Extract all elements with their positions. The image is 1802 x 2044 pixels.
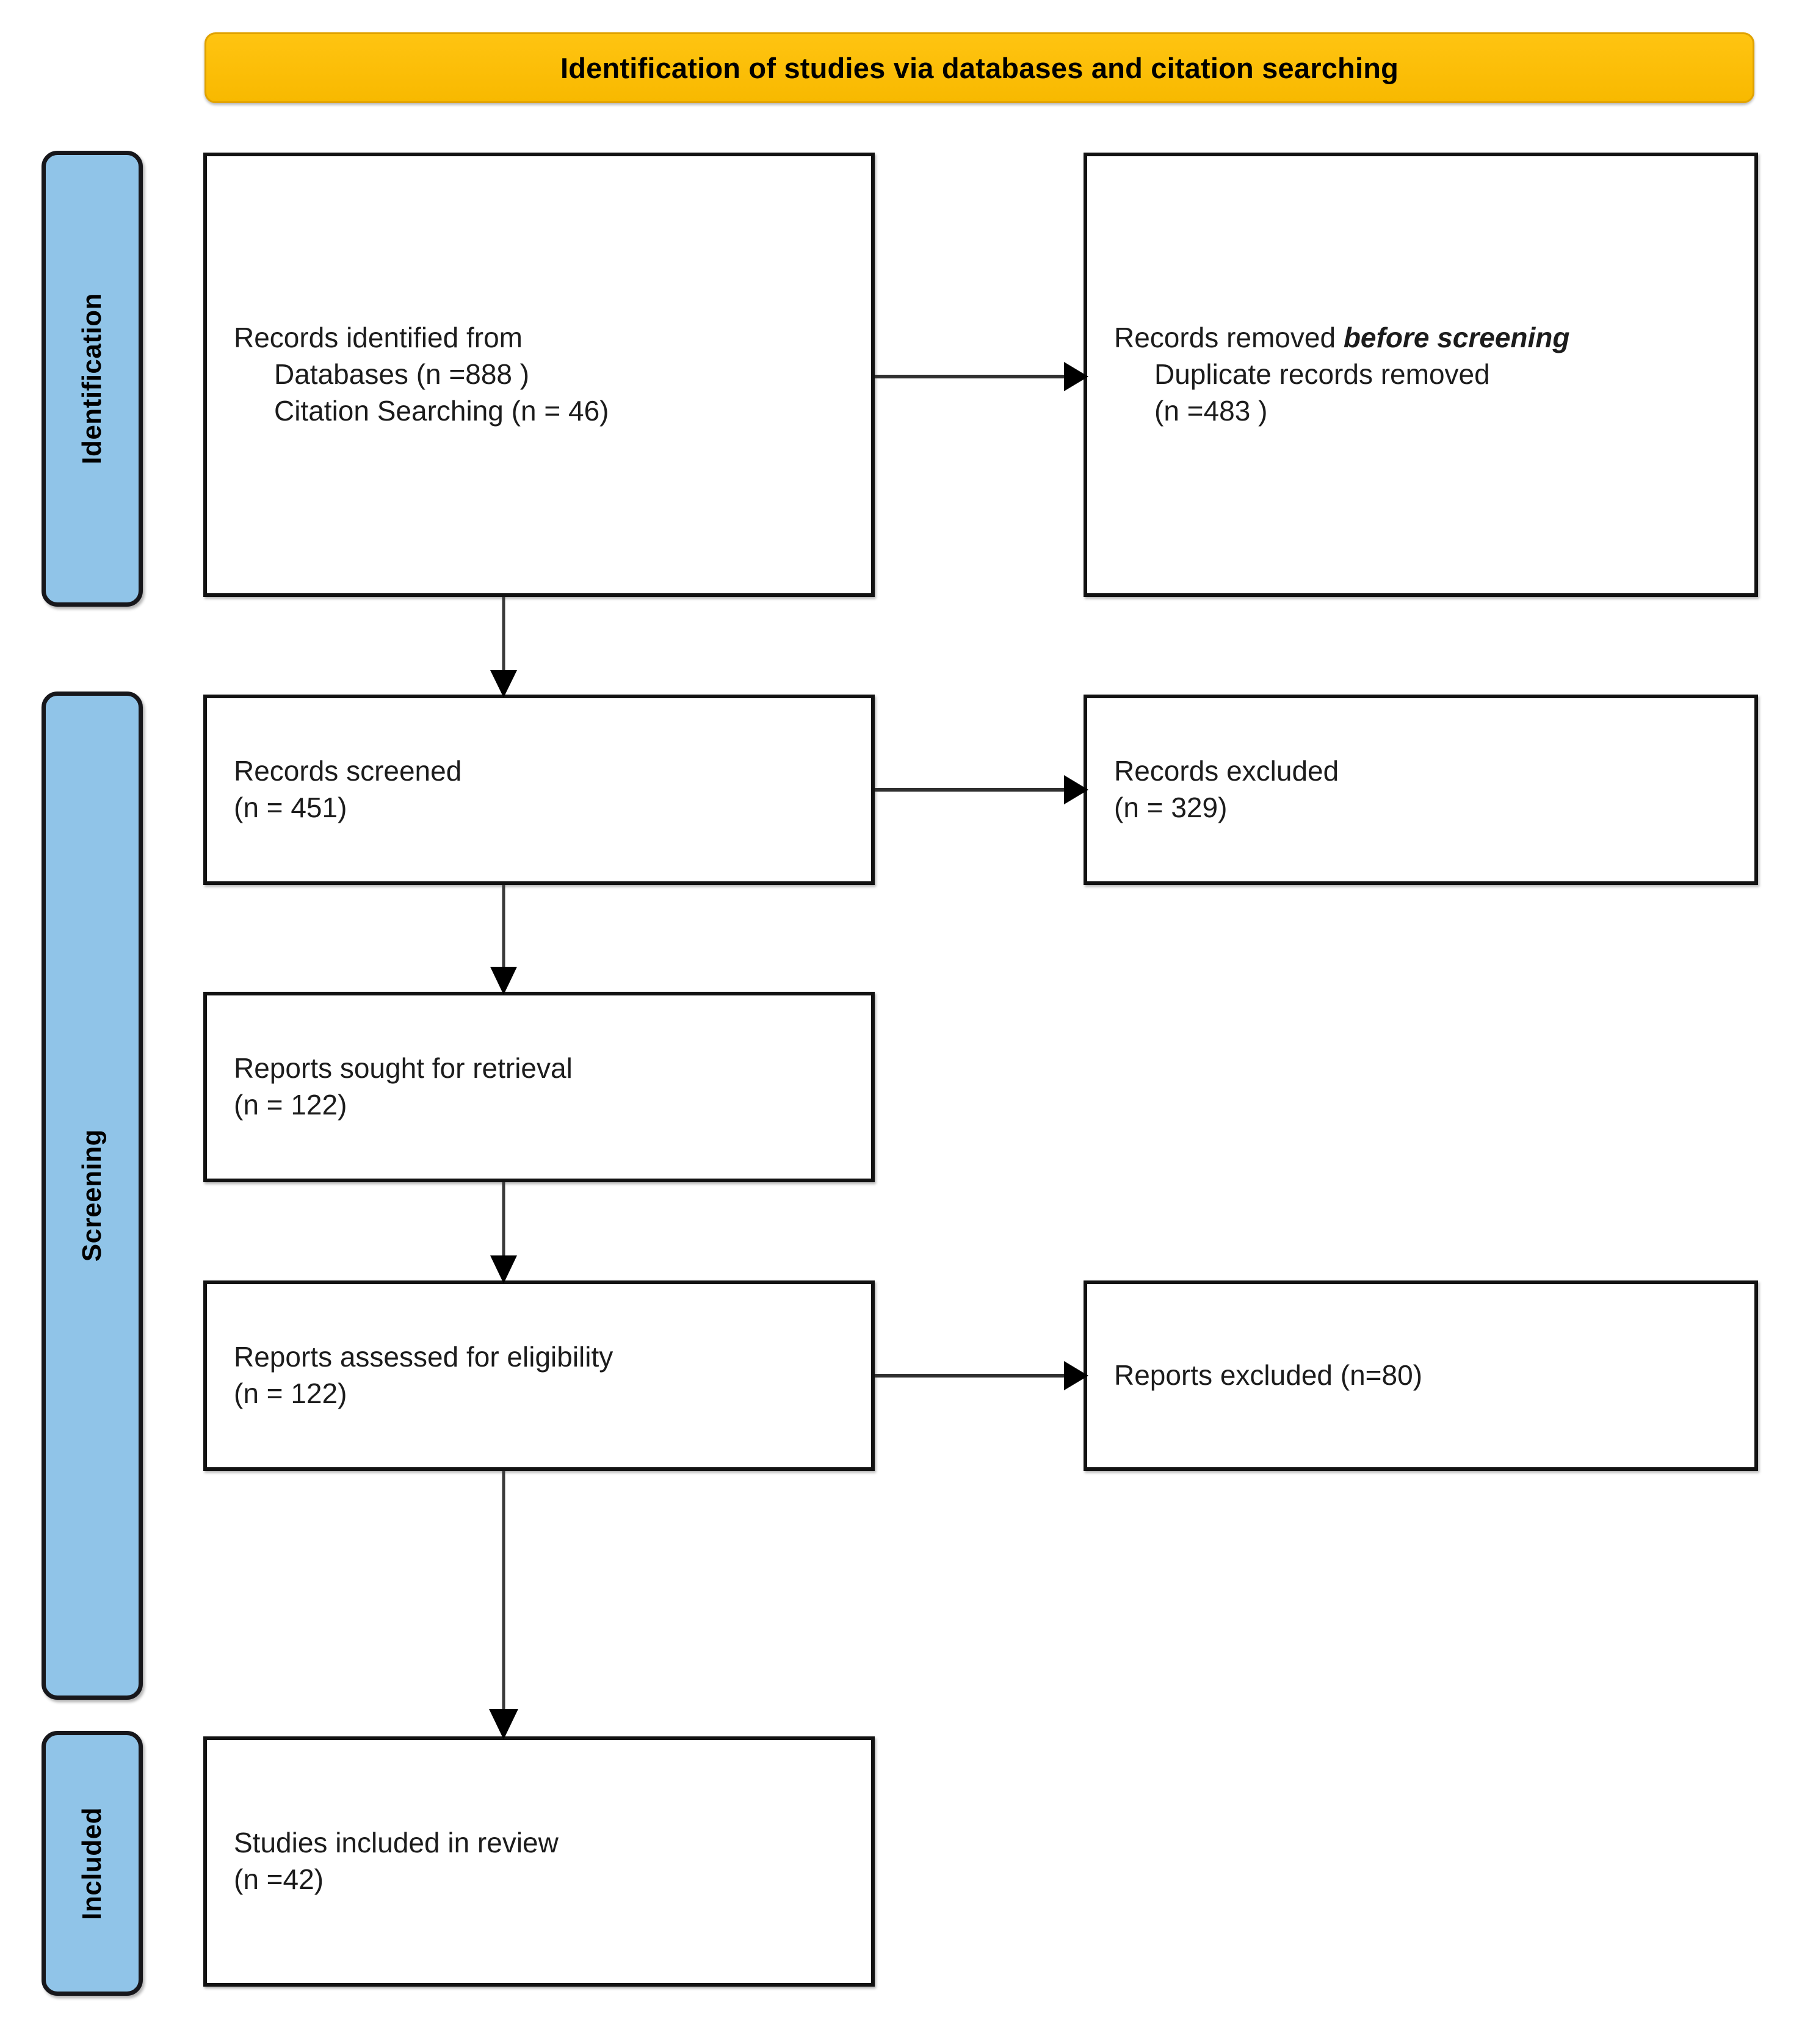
records-removed-line1: Records removed before screening (1114, 320, 1728, 356)
arrow-assessed-to-included (484, 1471, 523, 1739)
studies-included-count: (n =42) (234, 1863, 324, 1895)
arrow-screened-to-records-excluded (875, 770, 1088, 809)
stage-label-screening-text: Screening (77, 1129, 107, 1262)
reports-assessed-label: Reports assessed for eligibility (234, 1341, 613, 1373)
records-excluded-count: (n = 329) (1114, 792, 1228, 823)
stage-label-identification: Identification (42, 151, 143, 607)
diagram-header-banner: Identification of studies via databases … (204, 32, 1754, 103)
arrow-sought-to-assessed (484, 1182, 523, 1284)
records-screened-label: Records screened (234, 755, 462, 787)
records-removed-duplicates: Duplicate records removed (1154, 358, 1490, 391)
arrow-identified-to-screened (484, 597, 523, 698)
box-records-screened: Records screened (n = 451) (203, 695, 875, 885)
records-removed-italic: before screening (1343, 322, 1570, 354)
box-reports-excluded: Reports excluded (n=80) (1084, 1280, 1758, 1471)
reports-excluded-label: Reports excluded (n=80) (1114, 1359, 1423, 1392)
records-identified-databases: Databases (n =888 ) (274, 358, 530, 391)
records-screened-count: (n = 451) (234, 792, 347, 823)
records-excluded-label: Records excluded (1114, 755, 1339, 787)
records-removed-count: (n =483 ) (1154, 394, 1268, 427)
box-records-identified: Records identified from Databases (n =88… (203, 153, 875, 597)
stage-label-identification-text: Identification (77, 293, 107, 464)
records-identified-citation-searching: Citation Searching (n = 46) (274, 394, 609, 427)
arrow-screened-to-sought (484, 885, 523, 995)
records-removed-prefix: Records removed (1114, 322, 1344, 354)
box-reports-sought-for-retrieval: Reports sought for retrieval (n = 122) (203, 992, 875, 1182)
records-identified-line1: Records identified from (234, 322, 523, 354)
arrow-identified-to-removed (875, 357, 1088, 396)
studies-included-label: Studies included in review (234, 1827, 559, 1859)
stage-label-included-text: Included (77, 1807, 107, 1920)
box-reports-assessed-for-eligibility: Reports assessed for eligibility (n = 12… (203, 1280, 875, 1471)
banner-title: Identification of studies via databases … (560, 51, 1399, 84)
stage-label-included: Included (42, 1731, 143, 1996)
reports-assessed-count: (n = 122) (234, 1378, 347, 1409)
stage-label-screening: Screening (42, 692, 143, 1700)
arrow-assessed-to-reports-excluded (875, 1356, 1088, 1395)
reports-sought-label: Reports sought for retrieval (234, 1052, 573, 1085)
box-studies-included-in-review: Studies included in review (n =42) (203, 1736, 875, 1987)
box-records-excluded: Records excluded (n = 329) (1084, 695, 1758, 885)
box-records-removed-before-screening: Records removed before screening Duplica… (1084, 153, 1758, 597)
reports-sought-count: (n = 122) (234, 1089, 347, 1121)
